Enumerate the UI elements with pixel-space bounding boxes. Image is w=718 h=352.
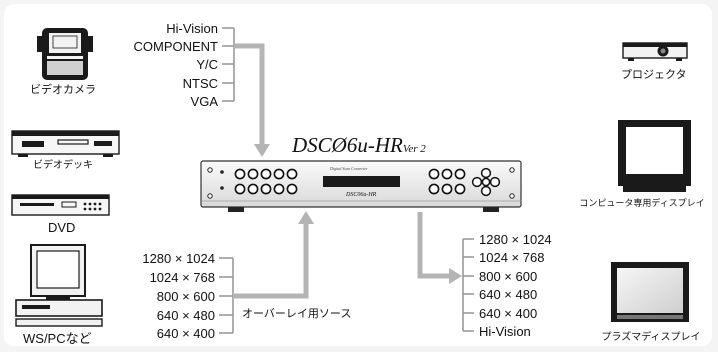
- output-label: 1024 × 768: [479, 250, 545, 265]
- video-camera-caption: ビデオカメラ: [30, 84, 96, 96]
- scan-converter-unit: [200, 160, 522, 212]
- pc-input-label: 640 × 480: [156, 308, 215, 323]
- plasma-display-icon: [611, 262, 689, 322]
- computer-display-caption: コンピュータ専用ディスプレイ: [579, 198, 705, 208]
- plasma-display-caption: プラズマディスプレイ: [601, 332, 701, 343]
- video-input-bracket: [222, 27, 235, 102]
- video-input-label: COMPONENT: [133, 39, 219, 54]
- dvd-player-icon: [11, 194, 110, 216]
- panel-logo: DSC06u-HR: [346, 192, 377, 198]
- product-name: DSCØ6u-HR: [292, 133, 403, 157]
- product-version: Ver 2: [402, 143, 426, 155]
- pc-input-label: 800 × 600: [156, 289, 215, 304]
- video-input-label: Hi-Vision: [166, 21, 218, 36]
- output-label: 640 × 480: [479, 287, 538, 302]
- video-deck-icon: [11, 130, 120, 157]
- output-label: 640 × 400: [479, 306, 538, 321]
- overlay-source-label: オーバーレイ用ソース: [242, 308, 352, 320]
- video-input-label: VGA: [190, 94, 218, 109]
- output-label: 1280 × 1024: [479, 232, 552, 247]
- product-title: DSCØ6u-HRVer 2: [292, 133, 426, 158]
- pc-input-label: 1280 × 1024: [142, 251, 215, 266]
- projector-caption: プロジェクタ: [621, 69, 687, 81]
- video-deck-caption: ビデオデッキ: [33, 160, 93, 171]
- projector-icon: [622, 42, 688, 61]
- computer-display-icon: [618, 120, 691, 192]
- pc-input-bracket: [219, 257, 234, 334]
- dvd-caption: DVD: [48, 220, 76, 235]
- output-bracket: [462, 238, 474, 332]
- output-label: Hi-Vision: [479, 324, 531, 339]
- video-camera-icon: [37, 28, 93, 80]
- pc-input-arrow: [233, 211, 314, 299]
- output-arrow: [417, 212, 462, 284]
- pc-input-label: 640 × 400: [156, 326, 215, 341]
- ws-pc-caption: WS/PCなど: [23, 331, 92, 346]
- workstation-pc-icon: [15, 244, 103, 327]
- output-label: 800 × 600: [479, 269, 538, 284]
- pc-input-label: 1024 × 768: [149, 270, 215, 285]
- panel-caption: Digital Scan Converter: [330, 166, 368, 171]
- video-input-arrow: [234, 43, 270, 157]
- video-input-label: NTSC: [182, 76, 218, 91]
- video-input-label: Y/C: [196, 57, 218, 72]
